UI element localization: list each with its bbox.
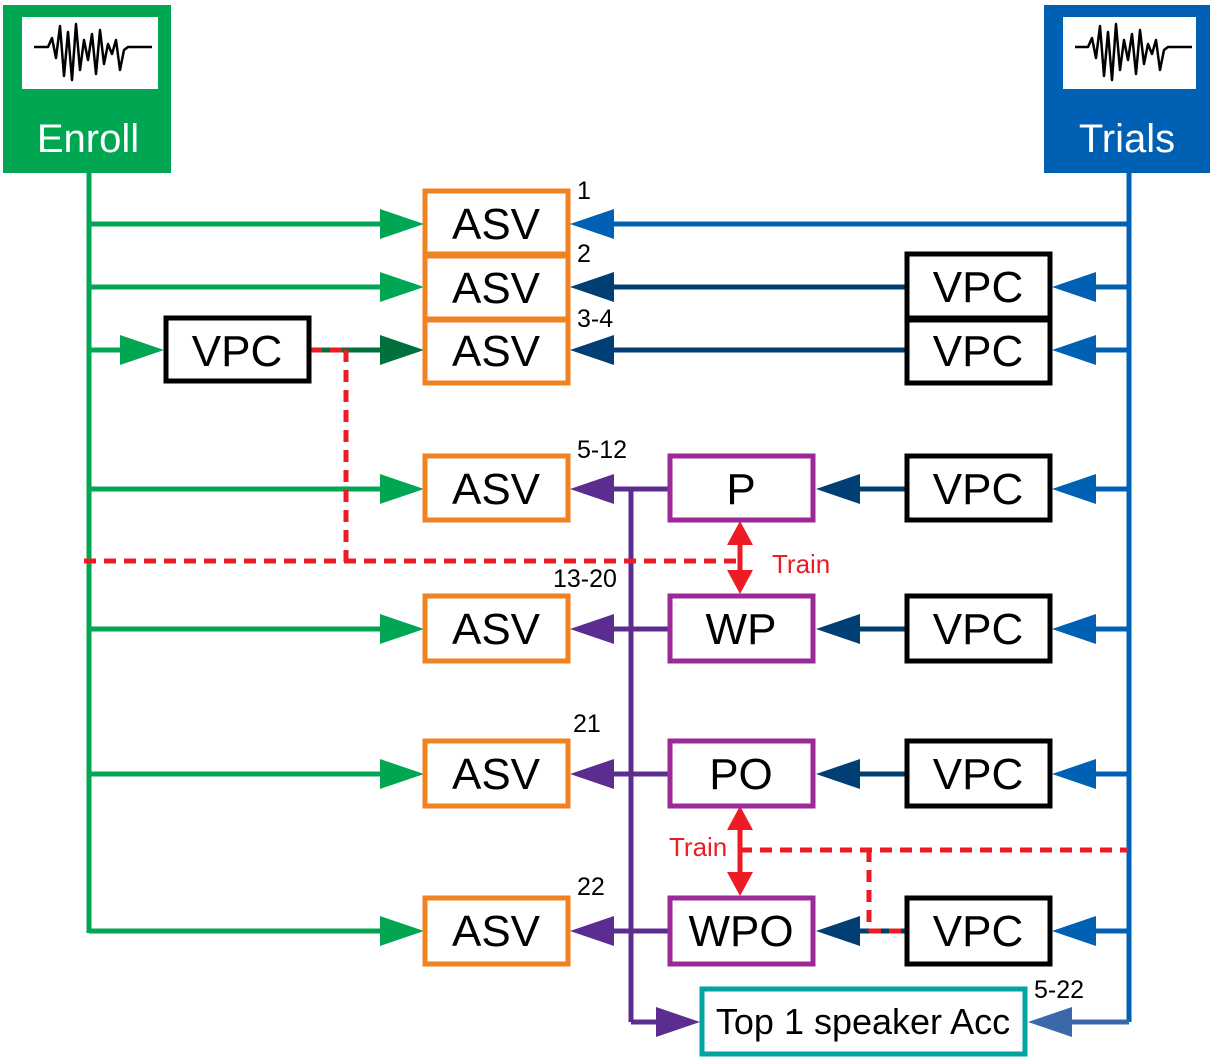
asv-label: ASV [452,200,541,249]
vpc-label: VPC [933,465,1023,514]
vpc-block: VPC [904,317,1053,386]
processor-label: PO [709,750,773,799]
vpc-to-asv-arrowheads [570,272,614,365]
vpc-label: VPC [192,327,282,376]
asv-label: ASV [452,465,541,514]
vpc-label: VPC [933,907,1023,956]
asv-label: ASV [452,327,541,376]
train-double-arrows [727,521,753,896]
asv-label: ASV [452,264,541,313]
processor-block-wpo: WPO [667,895,816,967]
vpc-label: VPC [933,750,1023,799]
train-label-lower: Train [669,832,727,862]
vpc-label: VPC [933,605,1023,654]
trials-source: Trials [1044,5,1210,173]
asv-block: ASV 2 [422,240,591,322]
asv-block: ASV 3-4 [422,305,613,386]
asv-block: ASV 21 [422,710,601,809]
asv-block: ASV 13-20 [422,565,617,664]
asv-tag: 5-12 [577,436,627,464]
asv-tag: 2 [577,240,591,268]
asv-block: ASV 1 [422,177,591,257]
processor-to-asv-arrowheads [570,474,700,1037]
asv-block: ASV 5-12 [422,436,627,523]
trials-label: Trials [1079,117,1175,161]
processor-block-wp: WP [667,593,816,664]
enroll-source: Enroll [3,5,171,173]
vpc-block: VPC [904,251,1053,321]
processor-label: P [726,465,755,514]
vpc-block: VPC [904,453,1053,523]
vpc-to-asv-connectors [604,284,907,353]
asv-label: ASV [452,605,541,654]
trials-arrowheads [570,209,1096,1037]
processor-block-p: P [667,453,816,523]
vpc-to-processor-connectors [850,486,907,934]
asv-tag: 1 [577,177,591,205]
vpc-block: VPC [904,895,1053,967]
vpc-to-processor-arrowheads [816,474,860,946]
waveform-icon [34,22,152,82]
train-connectors [84,347,1128,934]
asv-tag: 21 [573,710,601,738]
asv-tag: 13-20 [553,565,617,593]
enroll-connectors [86,173,390,934]
vpc-block: VPC [904,738,1053,809]
vpc-label: VPC [933,327,1023,376]
asv-label: ASV [452,750,541,799]
accuracy-block: Top 1 speaker Acc 5-22 [699,976,1084,1057]
processor-label: WPO [688,907,793,956]
enroll-arrowheads [120,209,424,946]
processor-block-po: PO [667,738,816,809]
vpc-block-enroll: VPC [163,315,312,384]
vpc-block: VPC [904,593,1053,664]
vpc-label: VPC [933,263,1023,312]
asv-label: ASV [452,907,541,956]
accuracy-label: Top 1 speaker Acc [716,1001,1010,1042]
enroll-label: Enroll [37,117,139,161]
asv-tag: 3-4 [577,305,613,333]
accuracy-tag: 5-22 [1034,976,1084,1004]
processor-label: WP [706,605,777,654]
waveform-icon [1075,22,1192,82]
processor-to-asv-connectors [604,486,669,1025]
asv-tag: 22 [577,873,605,901]
asv-block: ASV 22 [422,873,605,967]
enroll-vpc-arrowhead [380,335,424,365]
train-label-upper: Train [772,549,830,579]
